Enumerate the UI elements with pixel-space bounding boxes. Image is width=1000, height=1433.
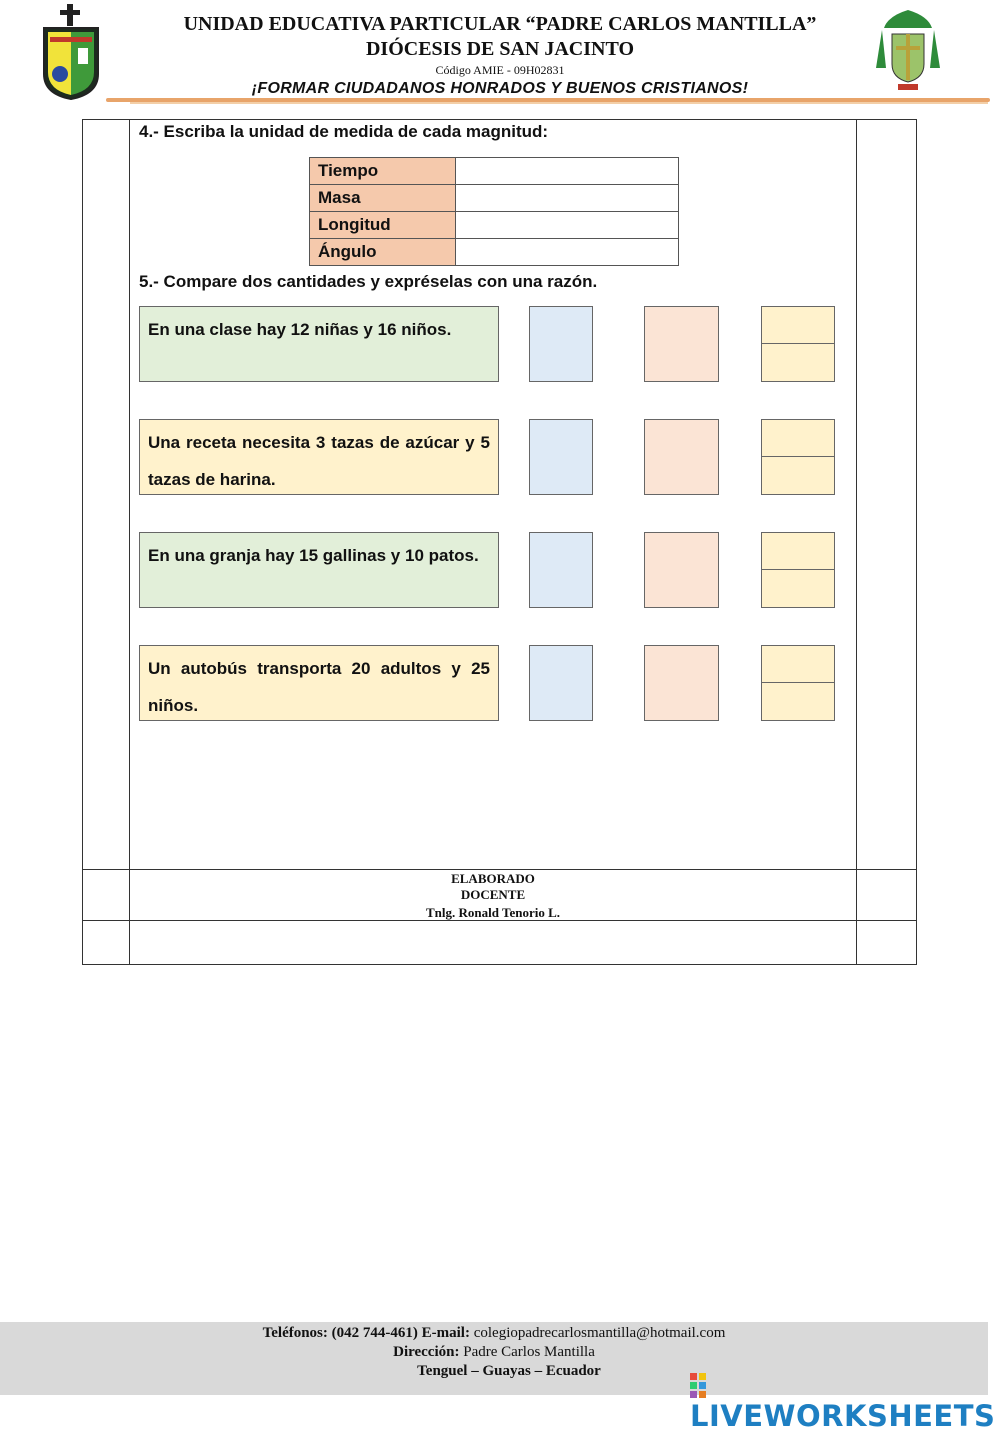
footer-address-label: Dirección: bbox=[393, 1344, 460, 1360]
unit-label-mass: Masa bbox=[309, 184, 456, 212]
problem-3-answer-box-b[interactable] bbox=[644, 532, 719, 608]
frame-left-column-line bbox=[129, 119, 130, 965]
problem-4-fraction-box bbox=[761, 645, 835, 721]
school-name: UNIDAD EDUCATIVA PARTICULAR “PADRE CARLO… bbox=[183, 13, 817, 35]
problem-1-text: En una clase hay 12 niñas y 16 niños. bbox=[139, 306, 499, 382]
liveworksheets-watermark: LIVEWORKSHEETS bbox=[690, 1373, 1000, 1433]
problem-2-text: Una receta necesita 3 tazas de azúcar y … bbox=[139, 419, 499, 495]
signature-elaborado: ELABORADO bbox=[451, 871, 535, 886]
problem-3-fraction-box bbox=[761, 532, 835, 608]
question-4-prompt: 4.- Escriba la unidad de medida de cada … bbox=[139, 122, 549, 141]
frame-row-line-2 bbox=[82, 920, 917, 921]
amie-code: Código AMIE - 09H02831 bbox=[435, 63, 565, 77]
header-divider-shadow bbox=[130, 102, 988, 104]
problem-2-denominator[interactable] bbox=[762, 457, 834, 494]
table-row: Tiempo bbox=[309, 157, 679, 185]
footer-email-label: E-mail: bbox=[421, 1325, 470, 1341]
liveworksheets-wordmark: LIVEWORKSHEETS bbox=[690, 1399, 996, 1433]
worksheet-frame bbox=[82, 119, 917, 965]
footer-phones-label: Teléfonos: bbox=[262, 1325, 328, 1341]
signature-docente: DOCENTE bbox=[460, 887, 526, 902]
footer-address-line: Dirección: Padre Carlos Mantilla bbox=[0, 1344, 988, 1361]
unit-label-time: Tiempo bbox=[309, 157, 456, 185]
problem-2-answer-box-a[interactable] bbox=[529, 419, 593, 495]
problem-3-numerator[interactable] bbox=[762, 533, 834, 570]
table-row: Ángulo bbox=[309, 238, 679, 266]
problem-2-fraction-box bbox=[761, 419, 835, 495]
problem-1-answer-box-a[interactable] bbox=[529, 306, 593, 382]
table-row: Masa bbox=[309, 184, 679, 212]
footer-contact-line: Teléfonos: (042 744-461) E-mail: colegio… bbox=[0, 1325, 988, 1342]
unit-answer-time[interactable] bbox=[455, 157, 679, 185]
problem-3-answer-box-a[interactable] bbox=[529, 532, 593, 608]
liveworksheets-grid-icon bbox=[690, 1373, 706, 1398]
diocese-name: DIÓCESIS DE SAN JACINTO bbox=[365, 38, 635, 60]
footer-address: Padre Carlos Mantilla bbox=[463, 1344, 595, 1360]
footer-phones: (042 744-461) bbox=[331, 1325, 418, 1341]
header-divider bbox=[106, 98, 990, 102]
page-footer: Teléfonos: (042 744-461) E-mail: colegio… bbox=[0, 1322, 988, 1395]
problem-3-text: En una granja hay 15 gallinas y 10 patos… bbox=[139, 532, 499, 608]
diocese-coat-of-arms-logo bbox=[874, 8, 942, 94]
problem-4-text: Un autobús transporta 20 adultos y 25 ni… bbox=[139, 645, 499, 721]
problem-4-answer-box-a[interactable] bbox=[529, 645, 593, 721]
problem-1-numerator[interactable] bbox=[762, 307, 834, 344]
unit-answer-angle[interactable] bbox=[455, 238, 679, 266]
problem-1-fraction-box bbox=[761, 306, 835, 382]
unit-label-angle: Ángulo bbox=[309, 238, 456, 266]
frame-row-line-1 bbox=[82, 869, 917, 870]
problem-2-numerator[interactable] bbox=[762, 420, 834, 457]
problem-1-denominator[interactable] bbox=[762, 344, 834, 381]
problem-3-denominator[interactable] bbox=[762, 570, 834, 607]
problem-4-numerator[interactable] bbox=[762, 646, 834, 683]
footer-email: colegiopadrecarlosmantilla@hotmail.com bbox=[473, 1325, 726, 1341]
units-table: Tiempo Masa Longitud Ángulo bbox=[309, 157, 679, 266]
problem-4-answer-box-b[interactable] bbox=[644, 645, 719, 721]
unit-answer-length[interactable] bbox=[455, 211, 679, 239]
footer-city: Tenguel – Guayas – Ecuador bbox=[417, 1363, 601, 1379]
problem-2-answer-box-b[interactable] bbox=[644, 419, 719, 495]
table-row: Longitud bbox=[309, 211, 679, 239]
unit-answer-mass[interactable] bbox=[455, 184, 679, 212]
frame-right-column-line bbox=[856, 119, 857, 965]
school-motto: ¡FORMAR CIUDADANOS HONRADOS Y BUENOS CRI… bbox=[251, 80, 749, 97]
school-crest-logo bbox=[38, 4, 104, 101]
problem-4-denominator[interactable] bbox=[762, 683, 834, 720]
question-5-prompt: 5.- Compare dos cantidades y expréselas … bbox=[139, 272, 598, 291]
unit-label-length: Longitud bbox=[309, 211, 456, 239]
problem-1-answer-box-b[interactable] bbox=[644, 306, 719, 382]
signature-teacher-name: Tnlg. Ronald Tenorio L. bbox=[425, 905, 561, 920]
